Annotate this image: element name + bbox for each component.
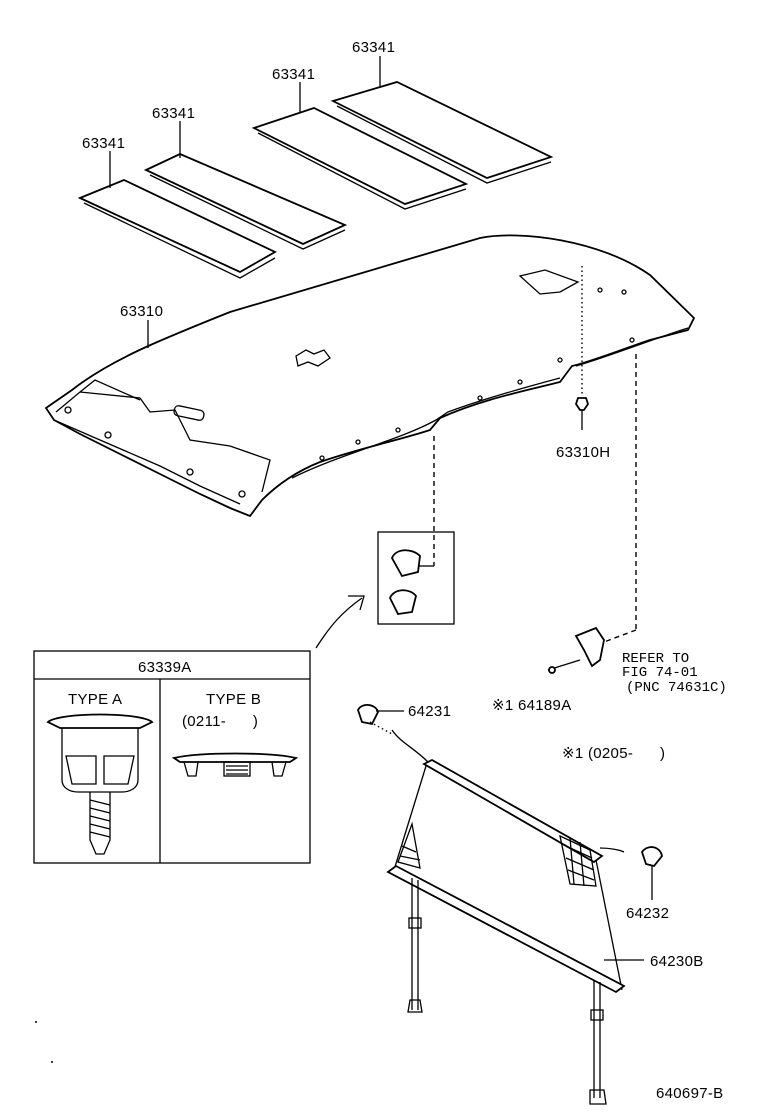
label-type-a: TYPE A xyxy=(68,691,122,708)
stray-mark-1 xyxy=(35,1021,37,1023)
label-pad-3: 63341 xyxy=(272,66,315,83)
clip-detail-box xyxy=(377,531,455,625)
figure-code: 640697-B xyxy=(656,1085,723,1102)
roof-pad-4 xyxy=(330,81,554,184)
type-a-clip xyxy=(46,713,154,855)
clip-detail xyxy=(389,549,434,615)
label-clip-box: 63339A xyxy=(138,659,192,676)
type-b-clip xyxy=(171,752,299,777)
label-headlining: 63310 xyxy=(120,303,163,320)
cargo-net xyxy=(386,729,626,1105)
label-type-b: TYPE B xyxy=(206,691,261,708)
roof-headlining xyxy=(44,234,696,518)
clip-type-box xyxy=(33,650,311,864)
label-64230b: 64230B xyxy=(650,953,704,970)
stray-mark-2 xyxy=(51,1061,53,1063)
guide-line-bracket-2 xyxy=(603,629,637,643)
pointer-arrow xyxy=(315,595,365,649)
label-pad-4: 63341 xyxy=(352,39,395,56)
clip-63310h xyxy=(575,266,589,430)
label-screw-64189a: ※1 64189A xyxy=(492,697,572,714)
label-64232: 64232 xyxy=(626,905,669,922)
bracket-assembly xyxy=(547,626,605,674)
label-refer-line3: (PNC 74631C) xyxy=(626,680,727,696)
roof-pad-2 xyxy=(143,153,348,250)
label-refer-line1: REFER TO xyxy=(622,651,689,667)
label-note-1: ※1 (0205- ) xyxy=(562,745,665,762)
label-pad-1: 63341 xyxy=(82,135,125,152)
roof-pad-1 xyxy=(77,179,277,279)
label-clip-63310h: 63310H xyxy=(556,444,610,461)
roof-pad-3 xyxy=(251,107,469,210)
label-64231: 64231 xyxy=(408,703,451,720)
hook-64232 xyxy=(640,846,663,900)
label-pad-2: 63341 xyxy=(152,105,195,122)
label-refer-line2: FIG 74-01 xyxy=(622,665,698,681)
hook-64231 xyxy=(357,704,404,735)
label-type-b-date: (0211- ) xyxy=(182,713,258,730)
